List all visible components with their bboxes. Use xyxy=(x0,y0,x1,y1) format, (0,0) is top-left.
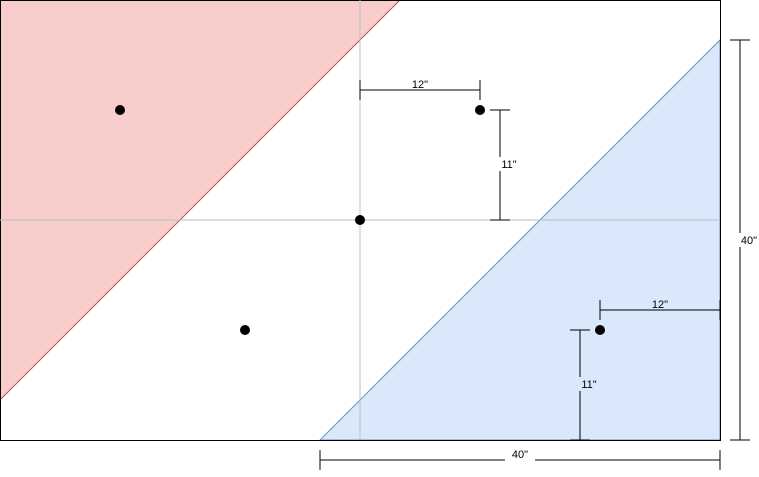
top-horizontal-dimension xyxy=(359,80,481,100)
dot-red-center xyxy=(115,105,125,115)
right-height-label: 40" xyxy=(741,235,757,247)
dot-top-right xyxy=(475,105,485,115)
top-horizontal-label: 12" xyxy=(412,79,428,91)
right-height-label-bg xyxy=(736,233,759,247)
right-vertical-label-bg xyxy=(577,377,599,391)
right-horizontal-dimension xyxy=(599,300,721,320)
right-horizontal-label: 12" xyxy=(652,299,668,311)
bottom-width-label: 40" xyxy=(512,449,528,461)
top-vertical-label-bg xyxy=(497,157,519,171)
top-vertical-label: 11" xyxy=(501,159,516,171)
dot-lower-left xyxy=(240,325,250,335)
right-vertical-label: 11" xyxy=(581,379,596,391)
bottom-width-label-bg xyxy=(505,447,535,461)
dot-blue-center xyxy=(595,325,605,335)
dot-center xyxy=(355,215,365,225)
red-triangle xyxy=(0,0,401,401)
